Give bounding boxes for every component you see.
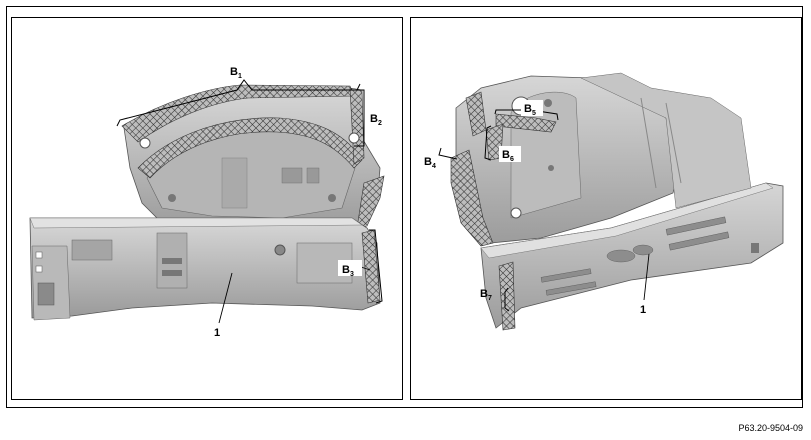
seal-area-b4 bbox=[450, 149, 494, 247]
callout-b3: B3 bbox=[342, 264, 354, 278]
callout-b2: B2 bbox=[370, 113, 382, 127]
seal-area-b7 bbox=[498, 261, 516, 331]
right-part-illustration: B4 B5 B6 B7 1 bbox=[424, 72, 784, 331]
callout-b4: B4 bbox=[424, 156, 436, 170]
seal-area-front bbox=[356, 175, 385, 229]
right-view-panel: B4 B5 B6 B7 1 bbox=[410, 17, 802, 400]
seal-area-b3 bbox=[361, 229, 381, 304]
callout-b6: B6 bbox=[502, 149, 514, 163]
seal-area-upper-flange bbox=[465, 91, 487, 137]
figure-reference: P63.20-9504-09 bbox=[738, 423, 803, 433]
seal-area-b5 bbox=[495, 113, 557, 133]
callout-b1: B1 bbox=[230, 66, 242, 80]
left-part-illustration: B1 B2 B3 1 bbox=[29, 66, 385, 339]
callout-b7: B7 bbox=[480, 288, 492, 302]
part-number-left: 1 bbox=[214, 327, 220, 339]
figure-frame bbox=[6, 6, 803, 408]
seal-area-arch bbox=[137, 117, 363, 179]
part-number-right: 1 bbox=[640, 304, 646, 316]
left-view-panel: B1 B2 B3 1 bbox=[11, 17, 403, 400]
callout-b5: B5 bbox=[524, 103, 536, 117]
